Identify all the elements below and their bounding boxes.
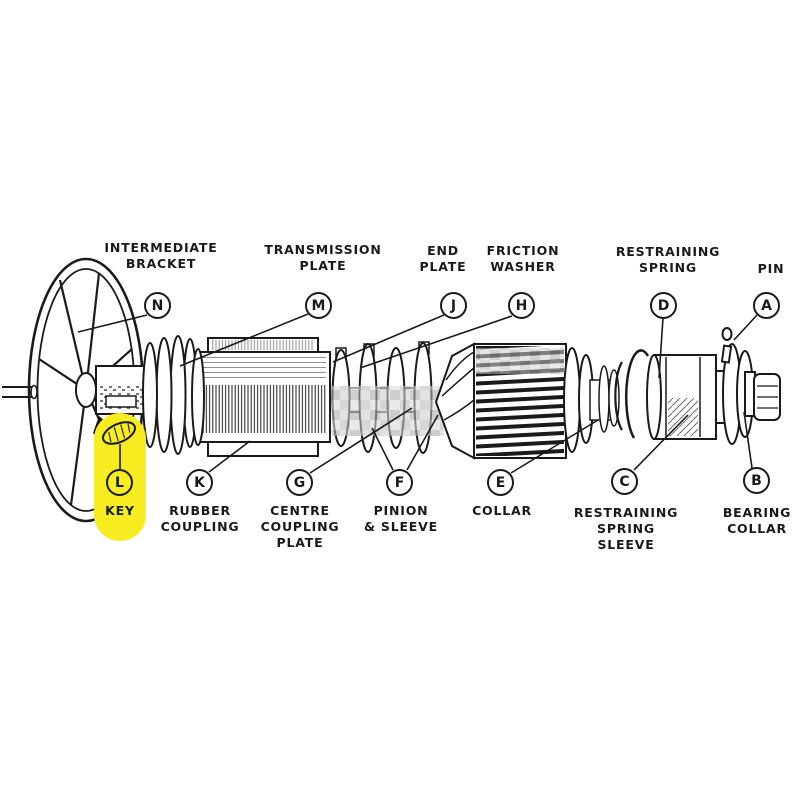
label-centre-coupling-plate: CENTRE COUPLING PLATE — [261, 503, 340, 551]
label-pin: PIN — [758, 261, 785, 277]
label-restraining-spring: RESTRAINING SPRING — [616, 244, 720, 276]
left-shaft-stub — [2, 384, 38, 400]
bearing-collar — [722, 343, 756, 445]
label-line: SPRING — [597, 521, 655, 536]
shaft-end — [753, 373, 781, 421]
label-friction-washer: FRICTION WASHER — [487, 243, 560, 275]
end-plate-and-friction-washers — [331, 341, 444, 454]
label-line: RESTRAINING — [573, 505, 679, 520]
callout-circle-h: H — [508, 292, 535, 319]
callout-letter: D — [657, 297, 670, 314]
label-bearing-collar: BEARING COLLAR — [723, 505, 791, 537]
callout-letter: H — [515, 297, 528, 314]
callout-letter: E — [495, 474, 506, 491]
label-line: PLATE — [419, 259, 467, 274]
callout-letter: B — [751, 472, 762, 489]
rubber-coupling-rings — [142, 335, 198, 455]
callout-circle-j: J — [440, 292, 467, 319]
callout-circle-m: M — [305, 292, 332, 319]
label-line: SPRING — [639, 260, 697, 275]
label-line: PIN — [757, 261, 785, 276]
label-end-plate: END PLATE — [420, 243, 467, 275]
callout-circle-c: C — [611, 468, 638, 495]
restraining-spring-sleeve — [646, 354, 727, 440]
label-line: COLLAR — [472, 503, 532, 518]
leader-lines — [77, 313, 758, 474]
callout-letter: N — [151, 297, 164, 314]
label-rubber-coupling: RUBBER COUPLING — [161, 503, 240, 535]
label-line: BRACKET — [125, 256, 197, 271]
callout-circle-k: K — [186, 469, 213, 496]
label-line: PLATE — [276, 535, 324, 550]
pixelated-blur-patch — [476, 348, 564, 374]
label-line: INTERMEDIATE — [104, 240, 218, 255]
callout-letter: F — [394, 474, 405, 491]
label-line: PLATE — [299, 258, 347, 273]
label-line: RESTRAINING — [615, 244, 721, 259]
label-line: COUPLING — [260, 519, 340, 534]
label-transmission-plate: TRANSMISSION PLATE — [264, 242, 381, 274]
label-pinion-and-sleeve: PINION & SLEEVE — [364, 503, 438, 535]
label-line: KEY — [105, 503, 135, 518]
callout-circle-b: B — [743, 467, 770, 494]
callout-letter: K — [194, 474, 205, 491]
callout-circle-l: L — [106, 469, 133, 496]
label-line: CENTRE — [270, 503, 330, 518]
intermediate-bracket-wheel — [27, 257, 145, 523]
label-collar: COLLAR — [472, 503, 532, 519]
label-line: COLLAR — [727, 521, 787, 536]
pinion-and-sleeve-gear — [434, 342, 620, 460]
callout-circle-a: A — [753, 292, 780, 319]
callout-letter: C — [619, 473, 630, 490]
label-restraining-spring-sleeve: RESTRAINING SPRING SLEEVE — [574, 505, 678, 553]
pin-part — [720, 327, 733, 364]
label-line: SLEEVE — [597, 537, 655, 552]
transmission-plate-drum — [191, 337, 331, 457]
callout-letter: J — [450, 297, 457, 314]
label-line: RUBBER — [169, 503, 231, 518]
callout-letter: L — [115, 474, 124, 491]
label-intermediate-bracket: INTERMEDIATE BRACKET — [104, 240, 217, 272]
label-key: KEY — [105, 503, 135, 519]
callout-circle-g: G — [286, 469, 313, 496]
label-line: & SLEEVE — [364, 519, 438, 534]
callout-circle-f: F — [386, 469, 413, 496]
callout-circle-d: D — [650, 292, 677, 319]
label-line: PINION — [373, 503, 429, 518]
callout-circle-n: N — [144, 292, 171, 319]
label-line: BEARING — [722, 505, 792, 520]
callout-letter: M — [311, 297, 326, 314]
callout-circle-e: E — [487, 469, 514, 496]
label-line: TRANSMISSION — [264, 242, 382, 257]
label-line: FRICTION — [486, 243, 560, 258]
key-part — [102, 421, 136, 445]
restraining-spring-coil — [614, 349, 650, 439]
pixelated-blur-patch — [332, 386, 444, 436]
label-line: WASHER — [490, 259, 556, 274]
callout-letter: G — [293, 474, 306, 491]
label-line: COUPLING — [160, 519, 240, 534]
callout-letter: A — [761, 297, 772, 314]
label-line: END — [427, 243, 459, 258]
